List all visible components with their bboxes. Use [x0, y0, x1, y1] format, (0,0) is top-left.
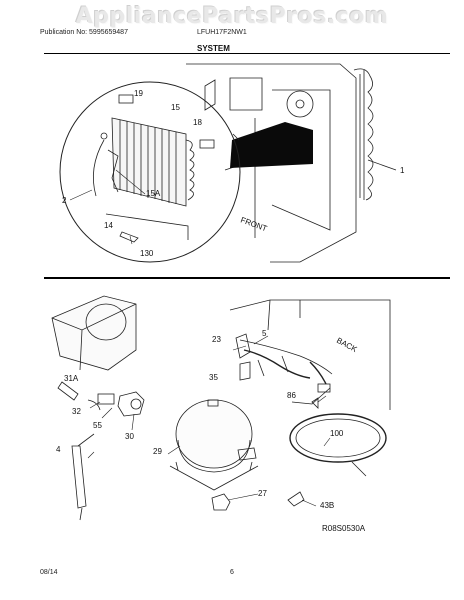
detail-magnifier-circle	[59, 81, 241, 263]
power-cord	[289, 383, 387, 477]
callout-14: 14	[104, 221, 113, 230]
back-label: BACK	[335, 336, 359, 354]
callout-35: 35	[209, 373, 218, 382]
front-label: FRONT	[239, 215, 268, 233]
start-relay-and-overload	[87, 391, 145, 417]
callout-27: 27	[258, 489, 267, 498]
drier-filter	[71, 433, 95, 521]
machine-compartment-outline	[229, 299, 391, 410]
condenser-coil-illustration	[353, 68, 397, 201]
callout-15a: 15A	[146, 189, 161, 198]
watermark: AppliancePartsPros.com	[75, 4, 389, 29]
wiring-harness	[239, 339, 333, 385]
callout-5: 5	[262, 329, 267, 338]
callout-43b: 43B	[320, 501, 334, 510]
callout-30: 30	[125, 432, 134, 441]
callout-15: 15	[171, 103, 180, 112]
callout-130: 130	[140, 249, 154, 258]
black-insulation-band	[230, 122, 313, 168]
model-number: LFUH17F2NW1	[197, 29, 247, 36]
callout-4: 4	[56, 445, 61, 454]
callout-2: 2	[62, 196, 67, 205]
callout-1: 1	[400, 166, 405, 175]
leader-lines	[69, 169, 331, 507]
evaporation-pan	[51, 295, 137, 401]
callout-18: 18	[193, 118, 202, 127]
callout-100: 100	[330, 429, 344, 438]
page-number: 6	[230, 569, 234, 576]
small-parts	[211, 333, 319, 511]
callout-55: 55	[93, 421, 102, 430]
section-title: SYSTEM	[197, 44, 230, 53]
callout-29: 29	[153, 447, 162, 456]
header-rule	[44, 53, 450, 54]
condenser-detail	[92, 94, 215, 243]
footer-date: 08/14	[40, 569, 58, 576]
drawing-code: R08S0530A	[322, 524, 366, 533]
magnifier-leader	[232, 133, 240, 141]
callout-19: 19	[134, 89, 143, 98]
section-divider	[44, 277, 450, 279]
publication-number: Publication No: 5995659487	[40, 29, 128, 36]
callout-23: 23	[212, 335, 221, 344]
callout-86: 86	[287, 391, 296, 400]
compressor	[169, 399, 259, 491]
callout-31a: 31A	[64, 374, 79, 383]
callout-32: 32	[72, 407, 81, 416]
